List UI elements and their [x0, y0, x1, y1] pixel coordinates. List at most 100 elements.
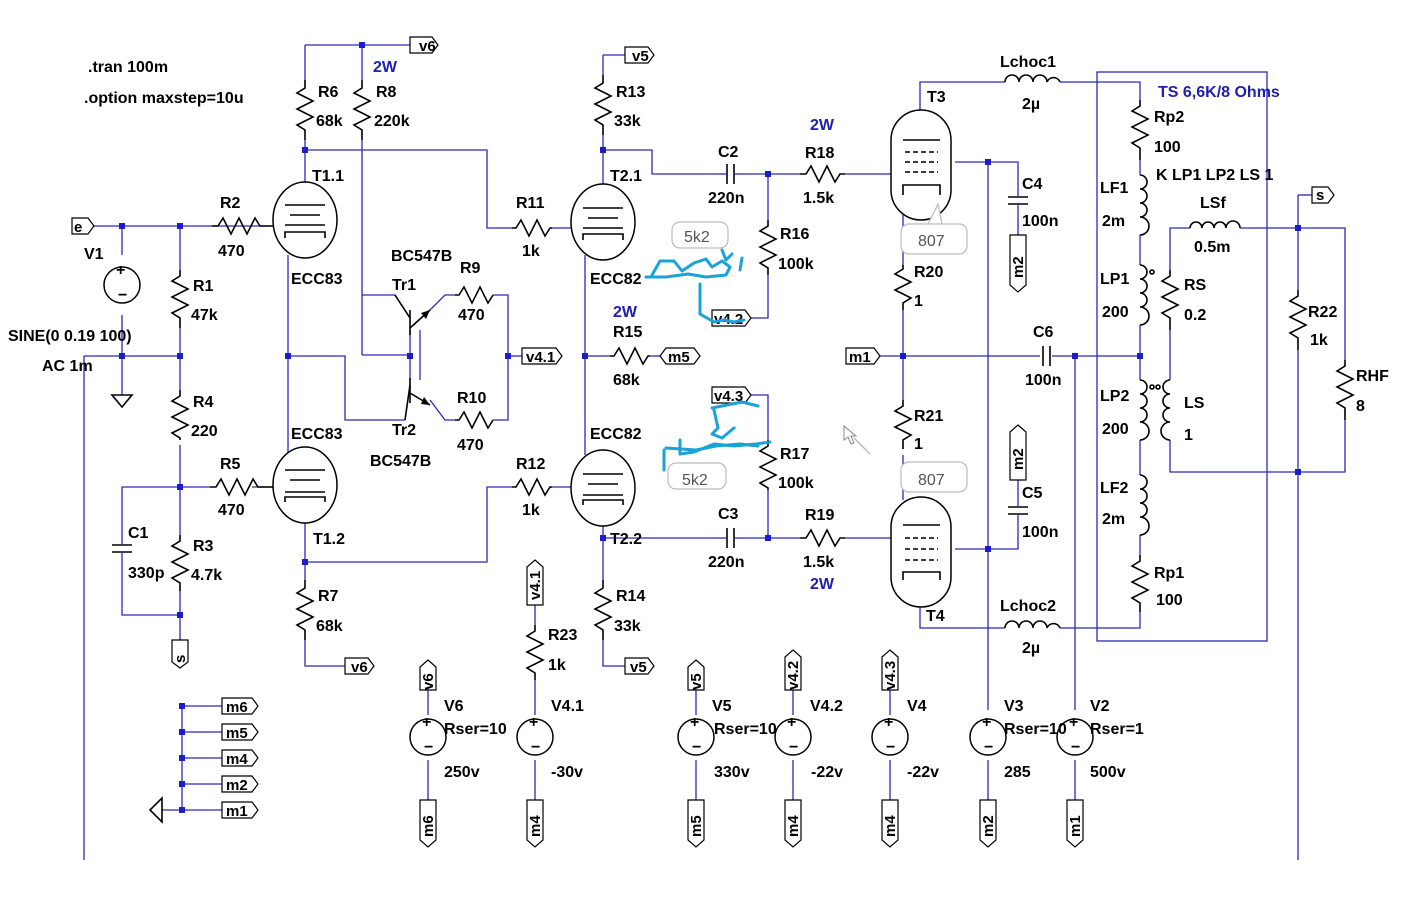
net-flag-v42: v4.2	[711, 309, 752, 328]
svg-text:v4.3: v4.3	[714, 388, 743, 405]
svg-text:R12: R12	[516, 456, 545, 473]
resistor-R3	[170, 535, 190, 591]
svg-text:68k: 68k	[316, 618, 343, 635]
svg-text:V1: V1	[84, 246, 104, 263]
resistor-R22	[1288, 290, 1308, 350]
svg-text:V5: V5	[712, 698, 732, 715]
svg-text:LP2: LP2	[1100, 388, 1129, 405]
svg-text:−: −	[984, 739, 993, 756]
net-flag-m2-c4: m2	[1009, 234, 1027, 293]
svg-text:1: 1	[914, 293, 923, 310]
svg-text:0.5m: 0.5m	[1194, 239, 1230, 256]
svg-text:m5: m5	[668, 349, 690, 366]
svg-text:+: +	[529, 714, 538, 731]
net-flag-s-right: s	[1311, 186, 1335, 204]
svg-text:−: −	[886, 739, 895, 756]
svg-text:+: +	[982, 714, 991, 731]
svg-text:R23: R23	[548, 627, 577, 644]
net-flag-m6-gnd: m6	[221, 697, 259, 716]
junctions	[119, 42, 1301, 813]
svg-text:2µ: 2µ	[1022, 96, 1040, 113]
net-flag-v5-src: v5	[687, 659, 705, 691]
net-flag-m5-src: m5	[687, 799, 705, 848]
resistor-R18	[800, 164, 845, 184]
inductor-LF2	[1139, 474, 1150, 536]
net-flag-v41-r23: v4.1	[526, 559, 544, 606]
svg-text:LF1: LF1	[1100, 180, 1129, 197]
resistor-R2	[212, 216, 280, 236]
inductor-LP1	[1139, 264, 1150, 326]
svg-text:2W: 2W	[373, 59, 398, 76]
svg-text:1.5k: 1.5k	[803, 554, 834, 571]
callout-5k2-upper: 5k2	[671, 221, 729, 249]
svg-text:470: 470	[218, 243, 245, 260]
svg-text:250v: 250v	[444, 764, 480, 781]
resistor-RS	[1160, 270, 1180, 330]
capacitor-C6	[1042, 346, 1051, 366]
svg-text:R15: R15	[613, 324, 642, 341]
svg-text:ECC82: ECC82	[590, 271, 642, 288]
svg-text:220k: 220k	[374, 113, 410, 130]
svg-text:T3: T3	[927, 89, 946, 106]
inductor-LS	[1160, 379, 1171, 441]
svg-text:470: 470	[218, 502, 245, 519]
svg-text:R17: R17	[780, 446, 809, 463]
net-flag-m1-mid: m1	[845, 347, 881, 366]
svg-text:m6: m6	[420, 815, 437, 837]
svg-text:100k: 100k	[778, 475, 814, 492]
svg-text:2µ: 2µ	[1022, 640, 1040, 657]
tube-T3	[890, 109, 952, 221]
svg-text:C4: C4	[1022, 176, 1043, 193]
resistor-R10	[455, 410, 494, 430]
resistor-R23	[525, 625, 545, 680]
svg-text:v6: v6	[351, 659, 368, 676]
svg-text:T4: T4	[926, 608, 945, 625]
svg-text:2W: 2W	[810, 576, 835, 593]
resistor-R20	[893, 265, 913, 310]
resistor-R16	[758, 220, 778, 275]
svg-text:1k: 1k	[522, 243, 540, 260]
transistor-symbols	[394, 294, 431, 421]
svg-text:RS: RS	[1184, 277, 1207, 294]
svg-text:47k: 47k	[191, 307, 218, 324]
svg-text:807: 807	[918, 233, 945, 250]
transistor-Tr2	[404, 378, 431, 421]
svg-text:ECC82: ECC82	[590, 426, 642, 443]
svg-text:100k: 100k	[778, 256, 814, 273]
net-flag-e: e	[71, 217, 95, 236]
svg-text:s: s	[1316, 187, 1324, 204]
resistor-R1	[170, 270, 190, 328]
net-flag-v5-top: v5	[624, 46, 655, 65]
svg-text:R7: R7	[318, 588, 339, 605]
svg-text:m2: m2	[980, 815, 997, 837]
svg-text:220: 220	[191, 423, 218, 440]
svg-text:R5: R5	[220, 456, 241, 473]
resistor-R6	[295, 80, 315, 140]
svg-text:v4.3: v4.3	[882, 661, 899, 690]
svg-text:68k: 68k	[316, 113, 343, 130]
svg-text:Rp2: Rp2	[1154, 109, 1184, 126]
svg-text:R3: R3	[193, 538, 214, 555]
inductor-LF1	[1139, 174, 1150, 236]
svg-text:100n: 100n	[1022, 524, 1058, 541]
svg-text:V3: V3	[1004, 698, 1024, 715]
svg-text:e: e	[74, 219, 82, 236]
capacitor-C3	[715, 528, 745, 548]
resistor-R14	[593, 580, 613, 640]
svg-text:+: +	[690, 714, 699, 731]
net-flag-m4-gnd: m4	[221, 749, 259, 768]
net-flag-v41: v4.1	[521, 347, 563, 366]
svg-text:Lchoc2: Lchoc2	[1000, 598, 1056, 615]
svg-text:Tr1: Tr1	[392, 277, 416, 294]
voltage-source-symbols: +− +− +− +− +− +− +− +−	[103, 262, 1094, 756]
svg-text:V2: V2	[1090, 698, 1110, 715]
svg-text:330v: 330v	[714, 764, 750, 781]
svg-text:m1: m1	[226, 803, 248, 820]
transistor-Tr1	[394, 294, 431, 335]
capacitor-C1	[112, 538, 132, 558]
net-flag-v5-bot: v5	[624, 657, 655, 676]
directive-tran: .tran 100m	[88, 59, 168, 76]
callout-807-lower: 807	[900, 461, 968, 493]
